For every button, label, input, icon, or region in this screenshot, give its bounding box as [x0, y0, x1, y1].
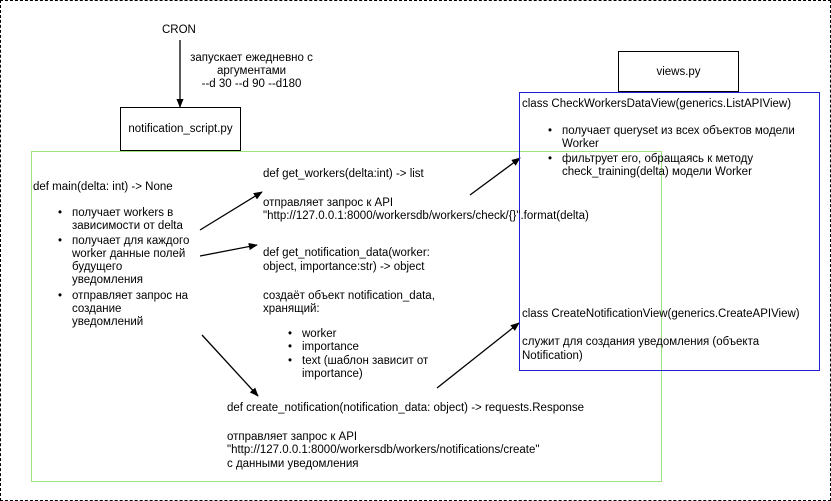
get-notification-data-signature1: def get_notification_data(worker:: [263, 247, 430, 259]
cron-note: запускает ежедневно с аргументами --d 30…: [184, 52, 319, 91]
cron-note-line1: запускает ежедневно с: [190, 52, 313, 64]
create-notification-desc3: с данными уведомления: [227, 458, 359, 470]
arrow-main-to-get-notification-data: [199, 242, 258, 257]
arrow-create-notification-to-create-view: [436, 322, 520, 389]
arrow-main-to-create-notification: [201, 334, 259, 397]
notification-data-field: text (шаблон зависит от importance): [288, 355, 428, 381]
cron-note-line2: аргументами: [216, 65, 287, 77]
main-item: получает workers в зависимости от delta: [58, 207, 183, 233]
create-notification-desc2: "http://127.0.0.1:8000/workersdb/workers…: [227, 444, 540, 456]
notification-data-field: importance: [288, 341, 359, 354]
create-notification-signature: def create_notification(notification_dat…: [227, 402, 585, 414]
notification-script-label: notification_script.py: [128, 123, 233, 135]
get-notification-data-desc2: хранящий:: [263, 303, 320, 315]
views-box: views.py: [618, 51, 739, 92]
views-label: views.py: [656, 65, 701, 78]
check-view-item: фильтрует его, обращаясь к методу check_…: [548, 153, 753, 179]
cron-note-line3: --d 30 --d 90 --d180: [201, 78, 302, 90]
check-view-item: получает queryset из всех объектов модел…: [548, 125, 795, 151]
create-view-desc1: служит для создания уведомления (объекта: [522, 336, 760, 348]
create-view-desc2: Notification): [522, 350, 583, 362]
get-workers-desc2: "http://127.0.0.1:8000/workersdb/workers…: [263, 210, 589, 222]
notification-script-box: notification_script.py: [120, 107, 241, 151]
create-notification-desc1: отправляет запрос к API: [227, 431, 358, 443]
main-item: получает для каждого worker данные полей…: [58, 235, 189, 287]
main-item: отправляет запрос на создание уведомлени…: [58, 290, 188, 329]
script-container: [31, 151, 662, 482]
notification-data-field: worker: [288, 328, 336, 341]
get-workers-desc1: отправляет запрос к API: [263, 197, 394, 209]
create-view-signature: class CreateNotificationView(generics.Cr…: [522, 308, 800, 320]
get-workers-signature: def get_workers(delta:int) -> list: [263, 168, 424, 180]
get-notification-data-signature2: object, importance:str) -> object: [263, 261, 425, 273]
views-container: [519, 92, 820, 371]
main-signature: def main(delta: int) -> None: [33, 181, 173, 193]
arrow-get-workers-to-check-view: [469, 157, 521, 196]
cron-label: CRON: [162, 24, 196, 36]
check-view-signature: class CheckWorkersDataView(generics.List…: [522, 98, 792, 110]
get-notification-data-desc1: создаёт объект notification_data,: [263, 290, 435, 302]
arrow-main-to-get-workers: [199, 191, 263, 231]
